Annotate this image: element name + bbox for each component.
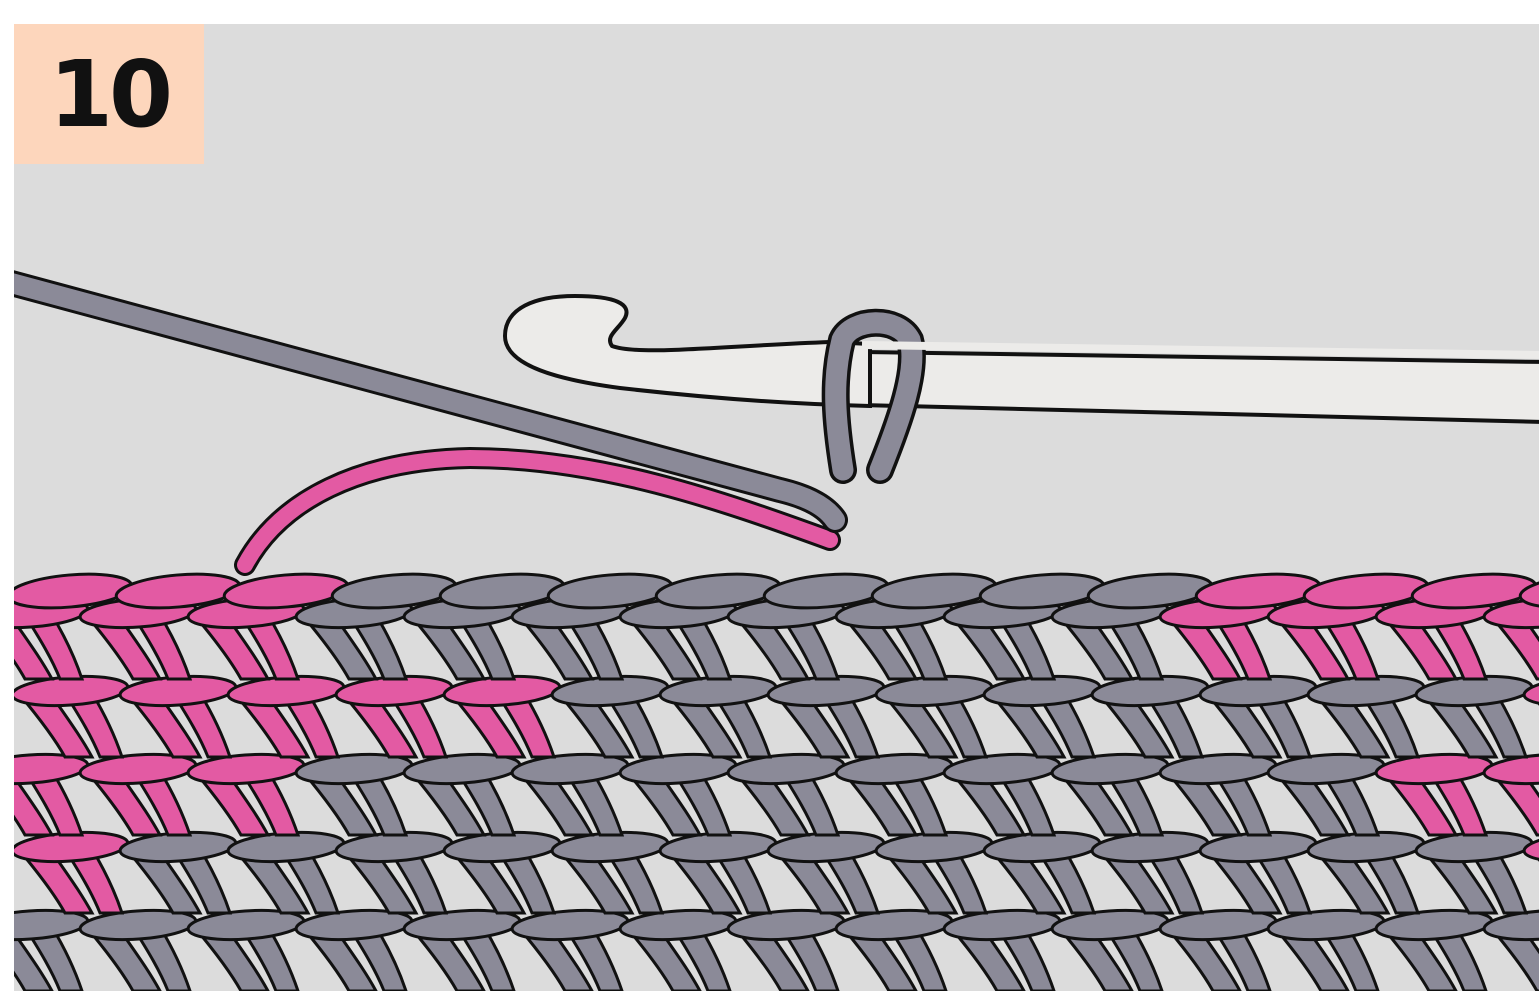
- crochet-fabric: [0, 570, 1539, 991]
- step-number-badge: 10: [14, 24, 204, 164]
